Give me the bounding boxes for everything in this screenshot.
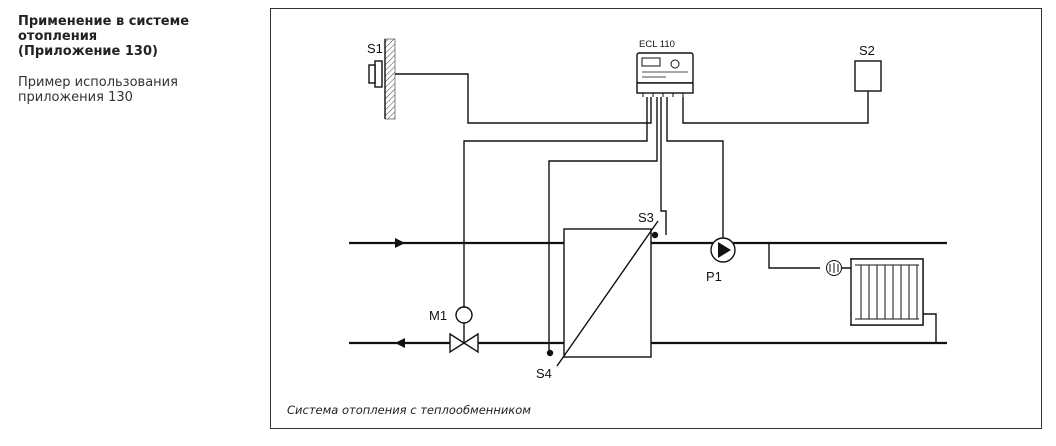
valve-body <box>449 332 466 354</box>
label-p1: P1 <box>706 269 722 284</box>
section-description: Пример использования приложения 130 <box>18 75 248 105</box>
section-title-line: (Приложение 130) <box>18 44 158 59</box>
radiator-supply-line <box>768 243 826 269</box>
outdoor-sensor-s1-base <box>368 64 376 84</box>
supply-flow-arrow <box>395 238 405 248</box>
label-s1: S1 <box>367 41 383 56</box>
radiator-return-line <box>923 313 937 343</box>
wire-s4 <box>548 97 658 352</box>
valve-body <box>462 332 479 354</box>
wire-s3 <box>660 97 667 235</box>
heat-exchanger-diagonal <box>556 220 659 367</box>
heating-system-diagram: S1 ECL 110 S2 S3 P1 M1 S4 <box>349 38 947 381</box>
wire-p1 <box>666 97 724 260</box>
section-description-line: приложения 130 <box>18 90 133 105</box>
return-flow-arrow <box>395 338 405 348</box>
wire-s2 <box>682 91 869 124</box>
heating-system-figure: S1 ECL 110 S2 S3 P1 M1 S4 Система отопле… <box>270 8 1042 429</box>
radiator-fins <box>855 264 919 320</box>
ecl-controller <box>636 52 694 97</box>
figure-caption: Система отопления с теплообменником <box>287 403 531 417</box>
sensor-s4 <box>546 349 554 357</box>
section-title-line: отопления <box>18 29 98 44</box>
label-s2: S2 <box>859 43 875 58</box>
section-description-line: Пример использования <box>18 75 178 90</box>
section-title: Применение в системе отопления (Приложен… <box>18 14 248 59</box>
outdoor-sensor-s1 <box>374 60 383 88</box>
wire-s1 <box>395 73 652 124</box>
sensor-s3 <box>651 231 659 239</box>
label-ecl: ECL 110 <box>639 39 675 50</box>
sidebar: Применение в системе отопления (Приложен… <box>18 14 248 105</box>
label-s4: S4 <box>536 366 552 381</box>
section-title-line: Применение в системе <box>18 14 190 29</box>
pump-triangle <box>718 242 731 258</box>
label-s3: S3 <box>638 210 654 225</box>
wire-m1 <box>463 97 648 308</box>
valve-actuator-m1 <box>455 306 473 324</box>
room-sensor-s2 <box>854 60 882 92</box>
wall-hatch <box>384 38 396 120</box>
label-m1: M1 <box>429 308 447 323</box>
